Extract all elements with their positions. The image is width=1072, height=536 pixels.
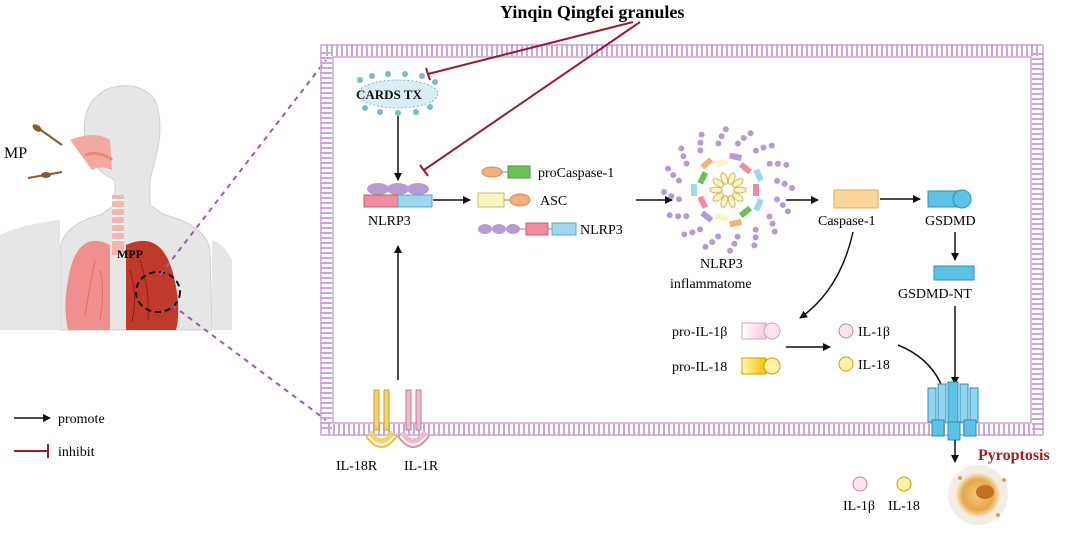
procaspase1-label: proCaspase-1	[538, 166, 614, 181]
cards-tx-label: CARDS TX	[356, 87, 422, 102]
mp-pathogen-icon	[27, 124, 63, 179]
nlrp3-complex-icon	[363, 183, 433, 208]
pro-il18-icon	[741, 357, 767, 375]
gsdmd-label: GSDMD	[925, 214, 976, 229]
cell-membrane	[320, 44, 1044, 436]
mp-label: MP	[4, 145, 27, 162]
legend-promote-label: promote	[58, 412, 105, 427]
infection-focus	[135, 271, 181, 313]
pro-il18-label: pro-IL-18	[672, 360, 727, 375]
out-il18-label: IL-18	[888, 499, 920, 514]
nlrp3-label: NLRP3	[368, 214, 411, 229]
il18-label: IL-18	[858, 358, 890, 373]
gsdmd-icon	[927, 189, 972, 209]
pro-il1b-icon	[741, 322, 767, 340]
inhibit-line-cards	[427, 21, 634, 75]
caspase1-icon	[833, 189, 879, 209]
il18r-receptor-icon	[365, 389, 398, 448]
out-il1b-icon	[852, 476, 868, 492]
out-il1b-label: IL-1β	[843, 499, 875, 514]
nlrp3-linear-icon	[478, 222, 577, 236]
out-il18-icon	[896, 476, 912, 492]
zoom-line-bottom	[171, 304, 327, 421]
caspase1-label: Caspase-1	[818, 214, 876, 229]
right-lung-infected	[126, 240, 179, 330]
pyroptosis-label: Pyroptosis	[978, 447, 1050, 464]
gsdmd-pore-icon	[927, 381, 979, 441]
zoom-line-top	[159, 59, 327, 276]
il1b-label: IL-1β	[858, 325, 890, 340]
legend-inhibit-label: inhibit	[58, 445, 95, 460]
drug-title: Yinqin Qingfei granules	[500, 2, 684, 22]
inhibit-line-nlrp3	[423, 21, 641, 171]
il18r-label: IL-18R	[336, 459, 378, 474]
cards-tx-toxin-icon	[357, 71, 439, 116]
mpp-label: MPP	[117, 247, 143, 261]
asc-label: ASC	[540, 194, 567, 209]
il1b-icon	[838, 323, 854, 339]
gsdmd-nt-icon	[933, 265, 975, 281]
trachea	[112, 195, 124, 255]
arrow-caspase-to-cytokines	[799, 231, 854, 319]
pro-il1b-label: pro-IL-1β	[672, 325, 727, 340]
human-figure	[0, 85, 232, 331]
il18-icon	[838, 356, 854, 372]
asc-icon	[477, 192, 531, 208]
inflammasome-label-line1: NLRP3	[700, 257, 743, 272]
inflammasome-label-line2: inflammatome	[670, 277, 752, 292]
left-lung	[65, 240, 110, 330]
legend: promote inhibit	[14, 412, 105, 460]
il1r-receptor-icon	[397, 389, 430, 448]
gsdmd-nt-label: GSDMD-NT	[898, 287, 972, 302]
nlrp3-small-label: NLRP3	[580, 223, 623, 238]
inflammasome-ring-icon	[661, 126, 795, 254]
il1r-label: IL-1R	[404, 459, 439, 474]
procaspase1-icon	[481, 165, 531, 179]
dying-cell-icon	[948, 465, 1008, 525]
